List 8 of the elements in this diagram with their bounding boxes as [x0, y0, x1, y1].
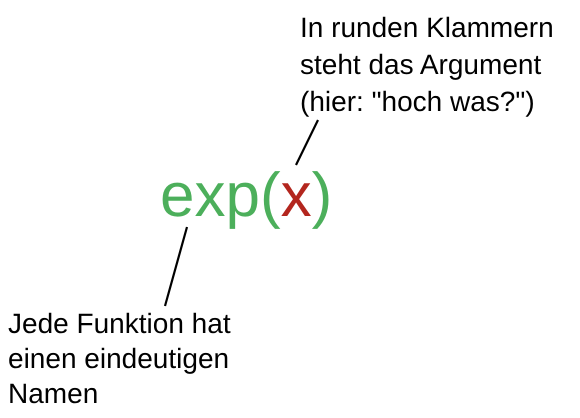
leader-line [164, 226, 188, 306]
argument-variable: x [280, 165, 312, 227]
annotation-text: In runden Klammern steht das Argument (hier: "hoch was?") [300, 9, 570, 120]
parenthesis: ( [260, 165, 281, 227]
parenthesis: ) [312, 165, 332, 227]
function-name: exp [160, 165, 260, 227]
annotation-text: Jede Funktion hat einen eindeutigen Namen [8, 306, 263, 411]
leader-line [295, 120, 319, 166]
